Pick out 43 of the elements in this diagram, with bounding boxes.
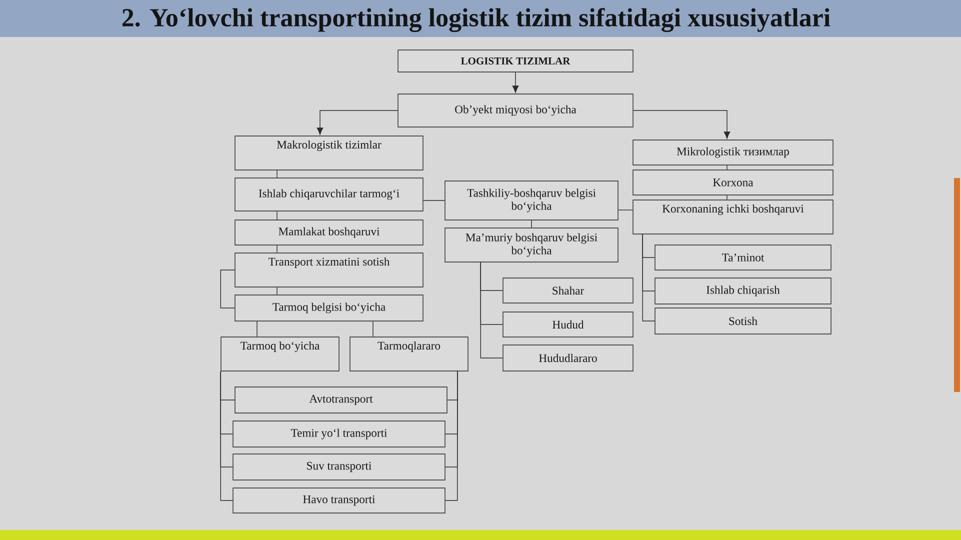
connector-line [726,195,728,200]
process-box: Tarmoq belgisi bo‘yicha [234,294,424,322]
connector-line [445,370,458,501]
arrow [633,110,730,139]
process-box: Korxonaning ichki boshqaruvi [632,200,834,234]
connector-line [423,200,446,201]
process-box: Tarmoq bo‘yicha [220,336,340,372]
process-box: Hudud [502,312,634,338]
connector-line [726,165,728,170]
process-box: Ishlab chiqarish [654,278,832,304]
process-box: Temir yo‘l transporti [232,420,446,448]
process-box: Ta’minot [654,244,832,270]
title: 2. Yo‘lovchi transportining logistik tizim sifatidagi xususiyatlari [122,8,830,32]
connector-line [220,370,233,501]
process-box: Tashkiliy-boshqaruv belgisi bo‘yicha [444,180,618,220]
process-box: Havo transporti [232,488,446,514]
process-box: Suv transporti [232,454,446,480]
process-box: Shahar [502,278,634,304]
process-box: Ma’muriy boshqaruv belgisi bo‘yicha [444,228,618,262]
arrow [316,110,398,135]
process-box: Hududlararo [502,344,634,372]
process-box: Ob’yekt miqyosi bo‘yicha [398,94,634,128]
process-box: Makrologistik tizimlar [234,136,424,170]
process-box: Sotish [654,308,832,334]
connector-line [531,220,532,228]
connector-line [276,170,278,178]
process-box: Avtotransport [234,386,448,414]
connector-line [276,211,278,220]
connector-line [220,270,235,308]
connector-line [276,244,278,253]
arrow [512,72,519,93]
process-box: Ishlab chiqaruvchilar tarmog‘i [234,178,424,212]
process-box: Transport xizmatini sotish [234,252,424,288]
process-box: LOGISTIK TIZIMLAR [398,50,634,72]
connector-line [256,320,258,337]
connector-line [480,262,503,358]
connector-line [276,286,278,295]
connector-line [372,320,374,337]
process-box: Tarmoqlararo [350,336,468,372]
process-box: Korxona [632,170,834,196]
process-box: Mikrologistik тизимлар [632,140,834,166]
connector-line [642,234,655,322]
process-box: Mamlakat boshqaruvi [234,220,424,246]
